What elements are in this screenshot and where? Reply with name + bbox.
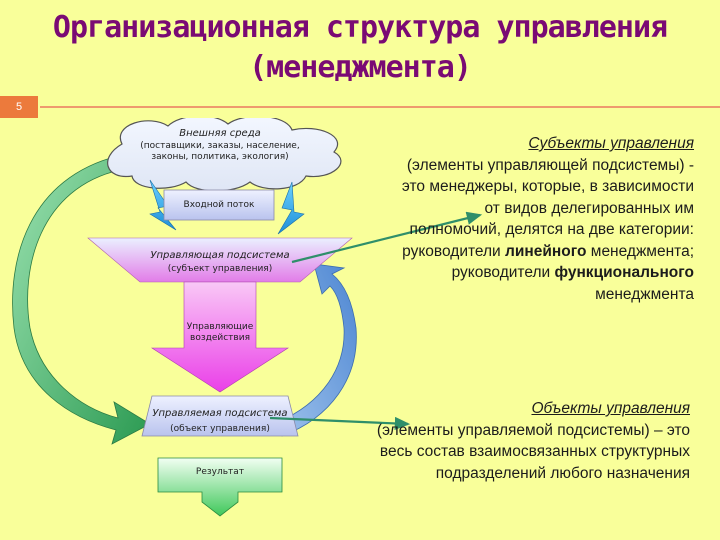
subjects-text-b: менеджмента; руководители	[451, 242, 694, 282]
subjects-bold-functional: функционального	[554, 264, 694, 281]
input-flow-box	[163, 189, 275, 221]
cloud-title: Внешняя среда	[179, 128, 261, 139]
managing-subsystem-label: Управляющая подсистема	[150, 250, 290, 261]
title-line-1: Организационная структура управления	[52, 10, 668, 45]
lightning-bolt-right	[277, 181, 305, 235]
result-shape	[157, 457, 283, 517]
slide-number: 5	[0, 96, 38, 118]
page-title: Организационная структура управления (ме…	[0, 8, 720, 88]
result-label: Результат	[195, 467, 245, 477]
managed-subsystem-shape	[141, 395, 299, 437]
managed-object-label: (объект управления)	[170, 424, 270, 434]
subjects-text-a: (элементы управляющей подсистемы) - это …	[401, 156, 694, 260]
control-actions-arrow	[150, 281, 290, 393]
management-diagram	[12, 118, 357, 517]
objects-heading: Объекты управления	[531, 400, 690, 417]
feedback-arc-left	[12, 155, 151, 445]
connector-subjects	[291, 211, 483, 264]
cloud-subtitle: (поставщики, заказы, население, законы, …	[140, 141, 300, 162]
managing-subsystem-shape	[87, 237, 353, 283]
header-bar: 5	[0, 96, 720, 118]
subjects-text-c: менеджмента	[595, 285, 694, 303]
subjects-text: Субъекты управления (элементы управляюще…	[398, 133, 694, 305]
subjects-bold-linear: линейного	[505, 242, 587, 260]
input-flow-label: Входной поток	[183, 200, 255, 210]
managed-subsystem-label: Управляемая подсистема	[152, 408, 288, 419]
objects-body: (элементы управляемой подсистемы) – это …	[376, 421, 690, 482]
header-divider	[40, 106, 720, 108]
control-actions-label: Управляющие воздействия	[186, 322, 254, 343]
connector-objects	[269, 416, 411, 431]
subjects-heading: Субъекты управления	[528, 135, 694, 152]
objects-text: Объекты управления (элементы управляемой…	[368, 398, 690, 484]
managing-subject-label: (субъект управления)	[167, 264, 273, 274]
title-line-2: (менеджмента)	[249, 50, 472, 85]
